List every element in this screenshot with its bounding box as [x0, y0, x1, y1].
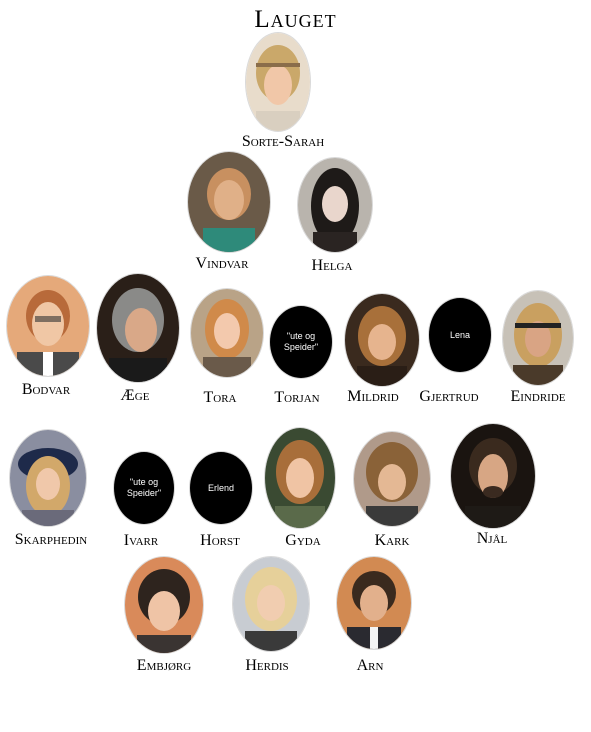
portrait-skarphedin — [10, 430, 86, 526]
portrait-aege — [97, 274, 179, 382]
portrait-herdis — [233, 557, 309, 651]
portrait-bodvar — [7, 276, 89, 376]
portrait-mildrid — [345, 294, 419, 386]
placeholder-horst: Erlend — [190, 452, 252, 524]
name-eindride: Eindride — [510, 388, 566, 405]
page-title: Lauget — [254, 6, 337, 33]
name-ivarr: Ivarr — [123, 532, 159, 549]
portrait-njal — [451, 424, 535, 528]
portrait-tora — [191, 289, 263, 377]
placeholder-gjertrud-text: Lena — [449, 329, 471, 340]
portrait-gyda — [265, 428, 335, 528]
name-torjan: Torjan — [274, 389, 320, 406]
name-gjertrud: Gjertrud — [419, 388, 479, 405]
portrait-arn — [337, 557, 411, 649]
placeholder-horst-text: Erlend — [207, 482, 234, 493]
name-bodvar: Bodvar — [21, 381, 71, 398]
name-vindvar: Vindvar — [195, 255, 249, 272]
placeholder-torjan: "ute og Speider" — [270, 306, 332, 378]
placeholder-ivarr-text: "ute og Speider" — [126, 477, 162, 498]
placeholder-torjan-text: "ute og Speider" — [283, 331, 319, 352]
placeholder-ivarr: "ute og Speider" — [114, 452, 174, 524]
name-kark: Kark — [374, 532, 410, 549]
name-skarphedin: Skarphedin — [14, 531, 88, 548]
portrait-sorte-sarah — [246, 33, 310, 131]
name-tora: Tora — [203, 389, 237, 406]
portrait-eindride — [503, 291, 573, 385]
name-mildrid: Mildrid — [347, 388, 399, 405]
placeholder-gjertrud: Lena — [429, 298, 491, 372]
name-sorte-sarah: Sorte-Sarah — [241, 133, 325, 150]
name-helga: Helga — [311, 257, 353, 274]
name-arn: Arn — [356, 657, 384, 674]
portrait-kark — [354, 432, 430, 526]
name-herdis: Herdis — [245, 657, 289, 674]
portrait-vindvar — [188, 152, 270, 252]
portrait-embjorg — [125, 557, 203, 653]
portrait-helga — [298, 158, 372, 252]
name-gyda: Gyda — [285, 532, 321, 549]
name-embjorg: Embjørg — [136, 657, 192, 674]
name-aege: Æge — [120, 387, 150, 404]
name-njal: Njål — [476, 530, 508, 547]
name-horst: Horst — [200, 532, 240, 549]
